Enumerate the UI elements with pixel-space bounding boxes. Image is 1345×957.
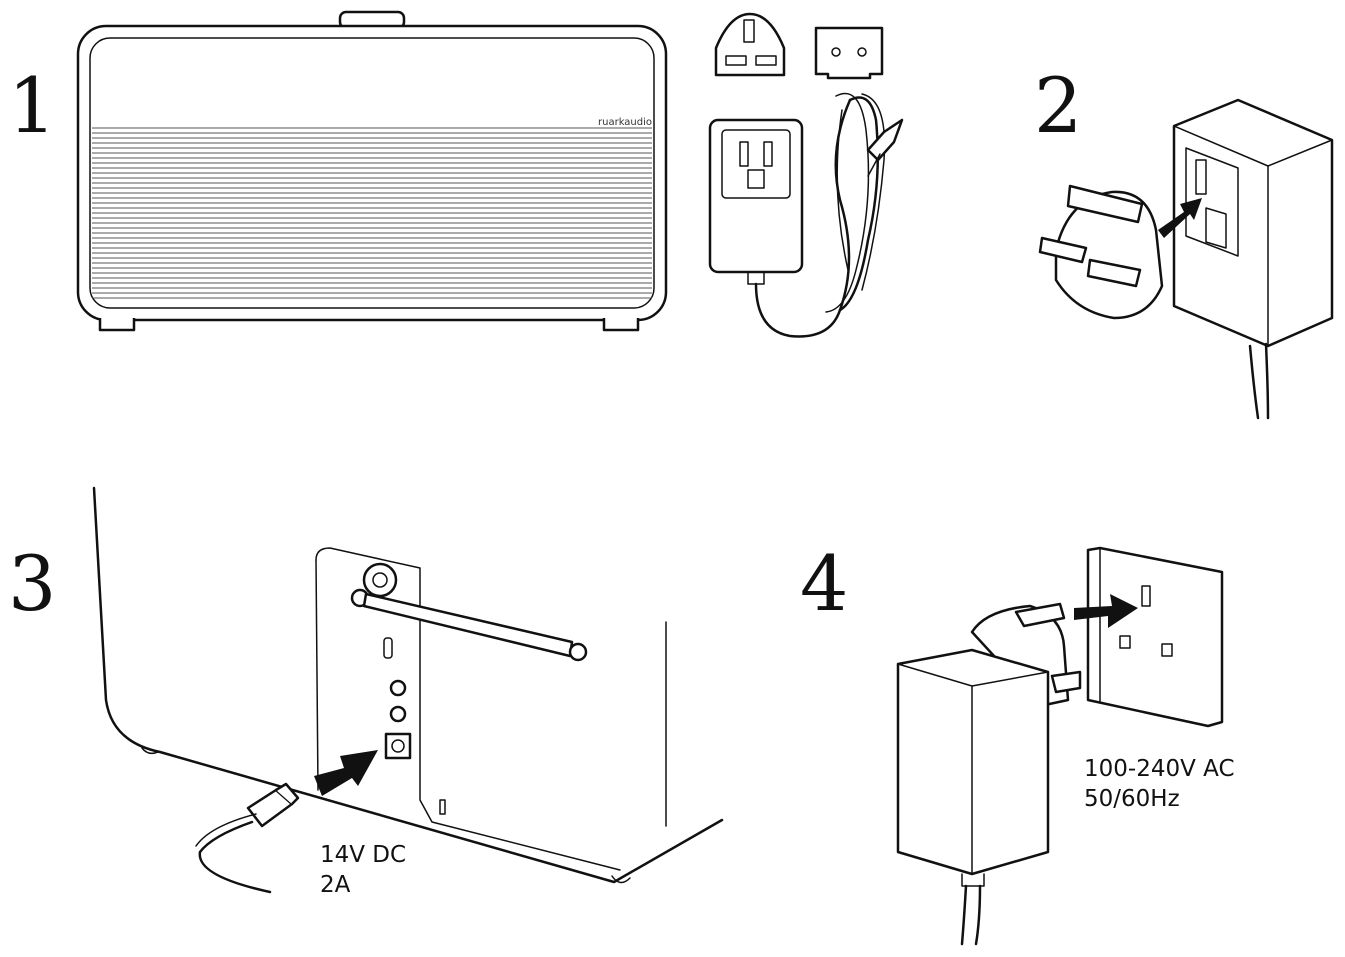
adapter-with-plug-icon [1172,98,1334,420]
uk-plug-adapter-icon [1038,184,1164,320]
dc-input-port-icon [384,732,412,760]
svg-text:50/60Hz: 50/60Hz [1084,786,1180,812]
audio-jack-icon [389,679,407,697]
insert-arrow-icon [314,750,378,796]
dc-spec-label: 14V DC 2A [320,842,406,898]
eu-plug-adapter-icon [814,26,884,80]
wall-socket-icon [1086,546,1224,728]
speaker-rear-icon [92,486,724,884]
rear-ports [383,637,446,815]
audio-jack-icon [389,705,407,723]
adapter-cable-icon [754,92,904,338]
svg-text:14V DC: 14V DC [320,842,406,868]
svg-text:2A: 2A [320,872,351,898]
power-adapter-icon [708,118,804,285]
svg-text:100-240V AC: 100-240V AC [1084,756,1235,782]
speaker-grill [92,127,652,299]
step-number-3: 3 [8,539,56,628]
insert-arrow-icon [1158,198,1202,238]
speaker-icon: ruarkaudio [76,10,668,332]
power-adapter-icon [896,602,1082,946]
speaker-brand-label: ruarkaudio [598,117,652,128]
step-number-2: 2 [1034,61,1082,150]
uk-plug-adapter-icon [714,12,786,77]
usb-port-icon [383,637,393,659]
ac-spec-label: 100-240V AC 50/60Hz [1084,756,1235,812]
antenna-icon [350,562,588,662]
step-number-4: 4 [800,539,848,628]
step-number-1: 1 [8,61,56,150]
dc-plug-icon [195,782,300,894]
insert-arrow-icon [1074,594,1138,628]
